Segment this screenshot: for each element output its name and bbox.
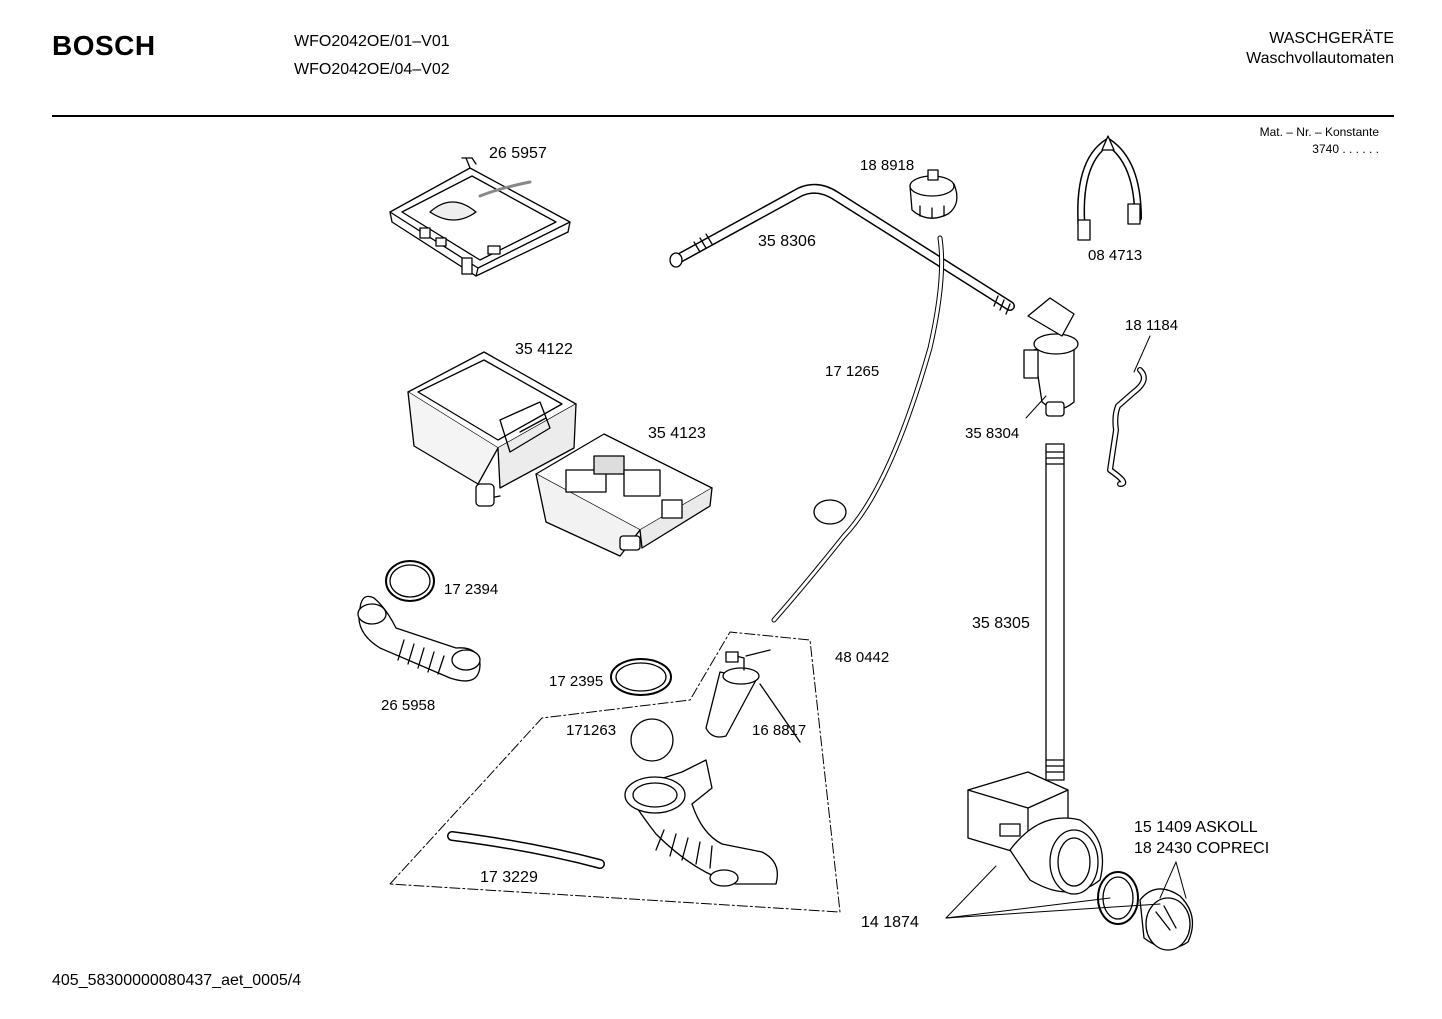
hose-171265-outline <box>771 235 945 623</box>
tube-358305-drawing <box>1045 443 1065 781</box>
part-label-354123: 35 4123 <box>648 425 706 442</box>
lid-frame-drawing <box>389 157 571 277</box>
assembly-outline <box>389 631 841 913</box>
sump-housing-drawing <box>624 759 779 887</box>
hose-173229-fill <box>448 832 604 868</box>
part-label-171263: 171263 <box>566 722 617 739</box>
part-label-265957: 26 5957 <box>489 145 547 162</box>
part-label-358304: 35 8304 <box>965 425 1020 442</box>
part-label-084713: 08 4713 <box>1088 247 1143 264</box>
part-label-172394: 17 2394 <box>444 581 499 598</box>
tube-358305-threads <box>1045 451 1065 773</box>
mat-note-value: 3740 . . . . . . <box>1312 142 1379 156</box>
wire-181184-fill <box>1108 368 1146 486</box>
tube-358306-fill <box>672 185 1014 310</box>
drawer-front-drawing <box>535 433 713 557</box>
ball-171263-drawing <box>630 718 674 762</box>
part-label-265958: 26 5958 <box>381 697 436 714</box>
part-label-173229: 17 3229 <box>480 869 538 886</box>
part-label-182430: 18 2430 COPRECI <box>1134 840 1270 857</box>
mat-note-label: Mat. – Nr. – Konstante <box>1259 125 1379 139</box>
part-label-480442: 48 0442 <box>835 649 890 666</box>
part-label-181184: 18 1184 <box>1125 317 1179 334</box>
document-code: 405_58300000080437_aet_0005/4 <box>52 972 302 989</box>
hose-171265-fill <box>772 236 944 622</box>
part-label-358305: 35 8305 <box>972 615 1030 632</box>
part-label-171265: 17 1265 <box>825 363 880 380</box>
part-label-172395: 17 2395 <box>549 673 604 690</box>
bellows-hose-265958-drawing <box>357 595 481 682</box>
o-ring-172394-drawing <box>385 560 435 602</box>
pressure-switch-188918-drawing <box>909 169 958 219</box>
leader-lines <box>945 335 1187 919</box>
tube-358306-outline <box>671 183 1015 311</box>
part-label-358306: 35 8306 <box>758 233 816 250</box>
category-title: WASCHGERÄTE <box>1269 30 1394 47</box>
sensor-168817-drawing <box>705 649 801 743</box>
model-number-2: WFO2042OE/04–V02 <box>294 61 450 78</box>
tube-358306-end <box>669 252 683 268</box>
part-label-354122: 35 4122 <box>515 341 573 358</box>
header-divider <box>52 115 1394 117</box>
model-number-1: WFO2042OE/01–V01 <box>294 33 450 50</box>
part-label-151409: 15 1409 ASKOLL <box>1134 819 1258 836</box>
brand-logo: BOSCH <box>52 30 156 61</box>
tube-358306-threads <box>693 233 1011 315</box>
detergent-drawer-drawing <box>407 351 577 507</box>
part-label-141874: 14 1874 <box>861 914 919 931</box>
part-label-168817: 16 8817 <box>752 722 807 739</box>
air-chamber-358304-drawing <box>1023 297 1079 417</box>
grommet-drawing <box>813 499 847 525</box>
bracket-084713-drawing <box>1077 135 1142 241</box>
category-subtitle: Waschvollautomaten <box>1246 50 1394 67</box>
o-ring-172395-drawing <box>610 658 672 696</box>
part-label-188918: 18 8918 <box>860 157 915 174</box>
drain-pump-drawing <box>967 771 1194 951</box>
